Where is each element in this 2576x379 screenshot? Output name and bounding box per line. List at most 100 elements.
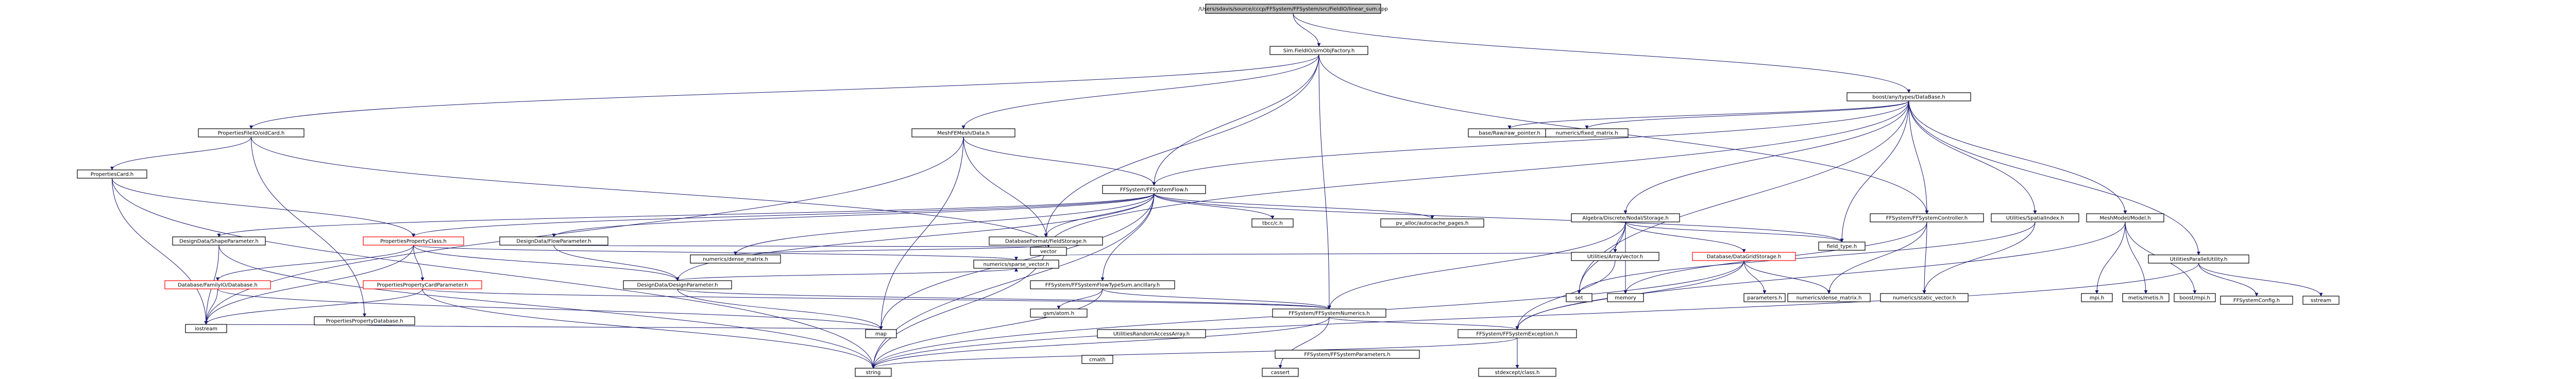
- edge-propCardParam-to-ffSysNum: [422, 288, 1331, 309]
- node-map-box: [865, 329, 897, 338]
- node-numStaticVec-box: [1880, 293, 1969, 302]
- node-numStaticVec-label: numerics/static_vector.h: [1893, 296, 1956, 301]
- node-parameters[interactable]: parameters.h: [1743, 293, 1786, 302]
- node-stdlibString-label: string: [866, 370, 881, 376]
- edge-boostAny-to-ffSysController: [1908, 100, 1929, 214]
- node-boostAny[interactable]: boost/any/types/DataBase.h: [1846, 92, 1971, 101]
- node-fieldType[interactable]: field_type.h: [1818, 242, 1866, 251]
- node-ffSysConfig[interactable]: FFSystemConfig.h: [2220, 296, 2293, 305]
- node-ffSystem-label: FFSystem/FFSystemFlow.h: [1120, 187, 1188, 193]
- node-utilParallel[interactable]: UtilitiesParallelUtility.h: [2148, 254, 2249, 264]
- node-mathDense[interactable]: numerics/dense_matrix.h: [1787, 293, 1871, 302]
- node-metis[interactable]: metis/metis.h: [2122, 293, 2170, 302]
- edge-simFieldIO-to-propFieldCard: [249, 54, 1319, 129]
- node-root-label: /Users/sdavis/source/cccp/FFSystem/FFSys…: [1198, 7, 1388, 12]
- edge-boostAny-to-vector: [1046, 100, 1909, 248]
- edge-propCard-to-propPropClass: [112, 178, 415, 237]
- node-stdexcept-label: stdexcept/class.h: [1495, 370, 1540, 376]
- node-cassert-label: cassert: [1271, 370, 1290, 376]
- node-numStaticVec[interactable]: numerics/static_vector.h: [1880, 293, 1969, 302]
- node-propCardParam-box: [363, 280, 482, 289]
- node-utilRandom[interactable]: UtilitiesRandomAccessArray.h: [1097, 329, 1206, 338]
- node-map[interactable]: map: [865, 329, 897, 338]
- node-cmath-box: [1081, 355, 1113, 364]
- node-mathDense-box: [1787, 293, 1871, 302]
- edge-boostAny-to-fieldType: [1840, 100, 1909, 243]
- edge-boostAny-to-ffSystem: [1152, 100, 1909, 186]
- node-algoGrid[interactable]: Algebra/Discrete/Nodal/Storage.h: [1571, 213, 1680, 222]
- node-propFieldCard[interactable]: PropertiesFileIO/oidCard.h: [198, 128, 304, 137]
- node-shapeParam-label: DesignData/ShapeParameter.h: [179, 239, 259, 245]
- node-meshModel[interactable]: MeshModel/Model.h: [2086, 213, 2164, 222]
- node-dbFormatStorage[interactable]: DatabaseFormat/FieldStorage.h: [989, 236, 1103, 246]
- node-mpi-label: mpi.h: [2090, 296, 2104, 301]
- node-ffSysNum-box: [1272, 308, 1386, 318]
- node-gsm[interactable]: gsm/atom.h: [1030, 308, 1088, 318]
- edge-simFieldIO-to-ffSysNum: [1318, 54, 1331, 309]
- node-stdexcept[interactable]: stdexcept/class.h: [1478, 368, 1556, 377]
- node-simFieldIO[interactable]: Sim.FieldIO/simObjFactory.h: [1269, 46, 1368, 55]
- node-memory-label: memory: [1615, 296, 1636, 301]
- node-stdlibString[interactable]: string: [855, 368, 892, 377]
- node-ffSysController[interactable]: FFSystem/FFSystemController.h: [1870, 213, 1984, 222]
- node-propPropClass[interactable]: PropertiesPropertyClass.h: [363, 236, 464, 246]
- node-mpi[interactable]: mpi.h: [2081, 293, 2113, 302]
- node-ffSysNum-label: FFSystem/FFSystemNumerics.h: [1289, 311, 1369, 317]
- node-propCard-box: [77, 169, 147, 179]
- edge-dbMatrix-to-mathDense: [1743, 260, 1831, 294]
- node-numOpt[interactable]: numerics/dense_matrix.h: [690, 254, 781, 264]
- node-fieldType-label: field_type.h: [1827, 244, 1857, 250]
- node-utilVector[interactable]: Utilities/ArrayVector.h: [1571, 252, 1659, 261]
- node-numFixed[interactable]: numerics/fixed_matrix.h: [1545, 128, 1629, 137]
- node-propDatabase-box: [314, 316, 415, 325]
- node-sstream[interactable]: sstream: [2302, 296, 2340, 305]
- node-utilVector-box: [1571, 252, 1659, 261]
- node-utilRandom-label: UtilitiesRandomAccessArray.h: [1113, 332, 1190, 337]
- node-mpi-box: [2081, 293, 2113, 302]
- node-iostream[interactable]: iostream: [185, 324, 227, 333]
- node-shapeParam[interactable]: DesignData/ShapeParameter.h: [172, 236, 266, 246]
- node-set[interactable]: set: [1566, 293, 1592, 302]
- node-cassert[interactable]: cassert: [1262, 368, 1299, 377]
- node-ffStateMatrix[interactable]: FFSystem/FFSystemFlowTypeSum.ancillary.h: [1030, 280, 1175, 289]
- node-vector[interactable]: vector: [1030, 247, 1067, 256]
- edge-designParam-to-map: [677, 288, 883, 330]
- edge-ffSysNum-to-ffSysException: [1329, 317, 1519, 330]
- node-designParam[interactable]: DesignData/DesignParameter.h: [623, 280, 732, 289]
- node-ffSysController-box: [1870, 213, 1984, 222]
- edge-meshModel-to-ffSysException: [1515, 221, 2126, 330]
- node-pvAlloc[interactable]: pv_alloc/autocache_pages.h: [1380, 218, 1484, 228]
- node-meshData[interactable]: MeshFEMesh/Data.h: [911, 128, 1015, 137]
- node-propDatabase[interactable]: PropertiesPropertyDatabase.h: [314, 316, 415, 325]
- node-propCard[interactable]: PropertiesCard.h: [77, 169, 147, 179]
- node-ffSysException[interactable]: FFSystem/FFSystemException.h: [1458, 329, 1577, 338]
- node-propCardParam[interactable]: PropertiesPropertyCardParameter.h: [363, 280, 482, 289]
- node-tbcc[interactable]: tbcc/c.h: [1251, 218, 1294, 228]
- node-designParam-label: DesignData/DesignParameter.h: [637, 283, 718, 288]
- node-boostMpi[interactable]: boost/mpi.h: [2174, 293, 2216, 302]
- node-memory-box: [1607, 293, 1644, 302]
- node-numVec-box: [973, 260, 1059, 269]
- node-root[interactable]: /Users/sdavis/source/cccp/FFSystem/FFSys…: [1198, 4, 1388, 14]
- node-memory[interactable]: memory: [1607, 293, 1644, 302]
- edge-meshModel-to-mpi: [2095, 221, 2126, 294]
- node-cmath[interactable]: cmath: [1081, 355, 1113, 364]
- node-propFieldCard-label: PropertiesFileIO/oidCard.h: [218, 131, 285, 136]
- node-numVec[interactable]: numerics/sparse_vector.h: [973, 260, 1059, 269]
- node-utilSpatial[interactable]: Utilities/SpatialIndex.h: [1991, 213, 2079, 222]
- edge-utilVector-to-vector: [1047, 251, 1616, 256]
- node-baseRaw[interactable]: base/Raw/raw_pointer.h: [1468, 128, 1551, 137]
- node-pvAlloc-label: pv_alloc/autocache_pages.h: [1396, 221, 1469, 227]
- node-ffSystem[interactable]: FFSystem/FFSystemFlow.h: [1102, 185, 1206, 194]
- node-dbFamily[interactable]: Database/FamilyIO/Database.h: [164, 280, 271, 289]
- node-map-label: map: [875, 332, 887, 337]
- edge-utilSpatial-to-set: [1577, 221, 2036, 294]
- node-designFlow[interactable]: DesignData/FlowParameter.h: [499, 236, 608, 246]
- node-utilParallel-label: UtilitiesParallelUtility.h: [2170, 257, 2228, 263]
- node-ffSysNum[interactable]: FFSystem/FFSystemNumerics.h: [1272, 308, 1386, 318]
- edge-designParam-to-ffSysNum: [677, 288, 1331, 309]
- node-simFieldIO-label: Sim.FieldIO/simObjFactory.h: [1283, 48, 1355, 54]
- node-ffSysParams[interactable]: FFSystem/FFSystemParameters.h: [1275, 350, 1420, 359]
- node-dbMatrix[interactable]: Database/DataGridStorage.h: [1692, 252, 1796, 261]
- edge-root-to-simFieldIO: [1293, 13, 1321, 47]
